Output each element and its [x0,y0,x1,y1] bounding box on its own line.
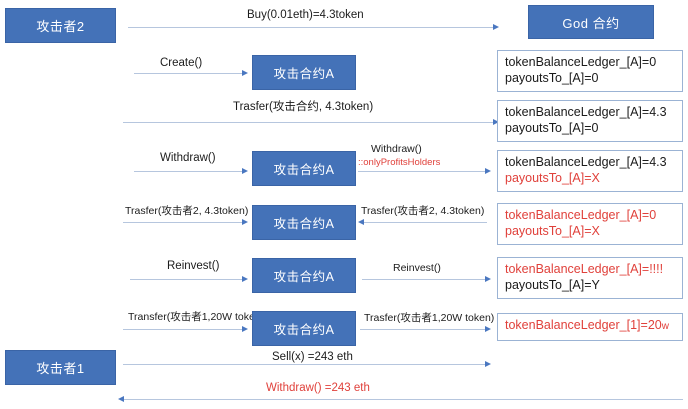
arrow-withdraw-left [134,171,244,172]
arrow-label-transfer-20w-left: Transfer(攻击者1,20W token) [128,311,265,323]
node-god-contract-label: God 合约 [562,15,620,31]
state-box-5-line-2: payoutsTo_[A]=Y [505,278,600,292]
state-box-4: tokenBalanceLedger_[A]=0 payoutsTo_[A]=X [497,203,683,245]
node-attack-contract-1-label: 攻击合约A [273,67,335,81]
node-attacker1[interactable]: 攻击者1 [5,350,116,385]
arrow-label-withdraw-right: Withdraw() [371,143,422,155]
node-attacker2-label: 攻击者2 [36,19,85,34]
arrow-head-trasfer-contract-icon [493,118,499,125]
arrow-head-transfer-20w-right-icon [485,325,491,332]
state-box-3-line-1: tokenBalanceLedger_[A]=4.3 [505,155,667,169]
state-box-5-line-1: tokenBalanceLedger_[A]=!!!! [505,262,664,276]
node-attack-contract-2[interactable]: 攻击合约A [252,151,356,186]
arrow-head-withdraw-243-icon [118,395,124,402]
state-box-1: tokenBalanceLedger_[A]=0 payoutsTo_[A]=0 [497,50,683,92]
arrow-head-create-icon [242,69,248,76]
arrow-withdraw-243 [123,399,683,400]
arrow-reinvest-left [130,279,244,280]
state-box-2-line-2: payoutsTo_[A]=0 [505,121,599,135]
node-attack-contract-4[interactable]: 攻击合约A [252,258,356,293]
state-box-6-line-1-text: tokenBalanceLedger_[1]=20 [505,318,662,332]
arrow-label-reinvest-right: Reinvest() [393,262,441,274]
arrow-label-create: Create() [160,57,203,69]
state-box-6-line-1-suffix: w [661,321,669,332]
arrow-label-withdraw-243: Withdraw() =243 eth [266,382,370,394]
arrow-label-trasfer-a2-left: Trasfer(攻击者2, 4.3token) [125,205,249,217]
arrow-label-withdraw-left: Withdraw() [160,152,216,164]
arrow-trasfer-contract [123,122,495,123]
state-box-1-line-2: payoutsTo_[A]=0 [505,71,599,85]
state-box-2: tokenBalanceLedger_[A]=4.3 payoutsTo_[A]… [497,100,683,142]
arrow-trasfer-a2-left [123,222,244,223]
arrow-create [134,73,244,74]
arrow-label-buy: Buy(0.01eth)=4.3token [247,9,364,21]
state-box-6: tokenBalanceLedger_[1]=20w [497,313,683,341]
arrow-buy [128,27,495,28]
arrow-head-reinvest-left-icon [242,275,248,282]
arrow-label-trasfer-a2-right: Trasfer(攻击者2, 4.3token) [361,205,485,217]
arrow-label-transfer-20w-right: Trasfer(攻击者1,20W token) [364,312,495,324]
arrow-withdraw-right [358,171,487,172]
state-box-2-line-1: tokenBalanceLedger_[A]=4.3 [505,105,667,119]
node-attacker1-label: 攻击者1 [36,361,85,376]
arrow-transfer-20w-left [123,329,244,330]
node-attacker2[interactable]: 攻击者2 [5,8,116,43]
state-box-4-line-2: payoutsTo_[A]=X [505,224,600,238]
state-box-3-line-2: payoutsTo_[A]=X [505,171,600,185]
state-box-6-line-1: tokenBalanceLedger_[1]=20w [505,317,676,335]
arrow-sell [123,364,487,365]
arrow-label-trasfer-contract: Trasfer(攻击合约, 4.3token) [233,101,374,113]
arrow-head-trasfer-a2-left-icon [242,218,248,225]
arrow-trasfer-a2-right [363,222,487,223]
arrow-transfer-20w-right [360,329,487,330]
state-box-4-line-1: tokenBalanceLedger_[A]=0 [505,208,657,222]
node-attack-contract-5[interactable]: 攻击合约A [252,311,356,346]
arrow-head-trasfer-a2-right-icon [358,218,364,225]
node-attack-contract-4-label: 攻击合约A [273,270,335,284]
node-attack-contract-1[interactable]: 攻击合约A [252,55,356,90]
arrow-label-reinvest-left: Reinvest() [167,260,220,272]
arrow-head-withdraw-right-icon [485,167,491,174]
arrow-reinvest-right [362,279,487,280]
node-attack-contract-3[interactable]: 攻击合约A [252,205,356,240]
node-god-contract[interactable]: God 合约 [528,5,654,39]
state-box-5: tokenBalanceLedger_[A]=!!!! payoutsTo_[A… [497,257,683,299]
arrow-head-withdraw-left-icon [242,167,248,174]
arrow-head-buy-icon [493,23,499,30]
node-attack-contract-3-label: 攻击合约A [273,217,335,231]
node-attack-contract-2-label: 攻击合约A [273,163,335,177]
arrow-label-sell: Sell(x) =243 eth [272,351,353,363]
arrow-head-reinvest-right-icon [485,275,491,282]
node-attack-contract-5-label: 攻击合约A [273,323,335,337]
arrow-head-transfer-20w-left-icon [242,325,248,332]
state-box-3: tokenBalanceLedger_[A]=4.3 payoutsTo_[A]… [497,150,683,192]
state-box-1-line-1: tokenBalanceLedger_[A]=0 [505,55,657,69]
arrow-head-sell-icon [485,360,491,367]
arrow-label-withdraw-modifier: ::onlyProfitsHolders [358,157,441,168]
